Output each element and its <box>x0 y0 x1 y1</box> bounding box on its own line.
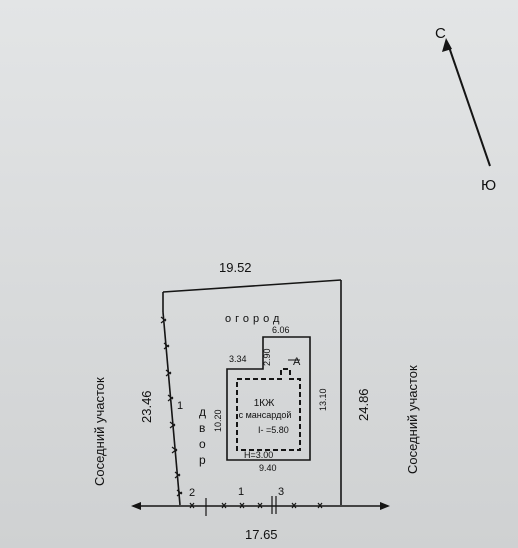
compass-south-label: Ю <box>481 177 496 194</box>
house-porch-letter: А <box>293 356 301 368</box>
fence-number-bottom-left: 2 <box>189 487 195 499</box>
yard-letter-2: в <box>199 421 205 435</box>
house-left-depth: 10.20 <box>213 409 223 432</box>
garden-label: огород <box>225 313 283 325</box>
fence-number-bottom-mid: 1 <box>238 486 244 498</box>
compass-arrow-line <box>447 43 491 167</box>
boundary-top <box>162 279 342 293</box>
yard-letter-3: о <box>199 437 206 451</box>
house-porch-depth: 2.90 <box>262 348 272 366</box>
house-width-label: 6.06 <box>272 325 290 335</box>
bottom-arrow-left <box>131 502 141 510</box>
yard-letter-1: д <box>199 405 206 419</box>
compass-arrow-head <box>442 38 452 52</box>
house <box>226 336 311 461</box>
house-right-depth: 13.10 <box>318 388 328 411</box>
house-offset-label: 3.34 <box>229 354 247 364</box>
plot-bottom-length: 17.65 <box>245 527 278 542</box>
plot-right-length: 24.86 <box>356 388 371 421</box>
left-neighbor-label: Соседний участок <box>92 377 107 486</box>
fence-number-left: 1 <box>177 400 183 412</box>
yard-letter-4: р <box>199 453 206 467</box>
house-outline <box>226 336 311 461</box>
house-footprint-dashed <box>236 368 301 451</box>
plot-top-length: 19.52 <box>219 260 252 275</box>
fence-marks-left <box>160 316 183 497</box>
house-height: H=3.00 <box>244 450 273 460</box>
house-bottom-width: 9.40 <box>259 463 277 473</box>
house-subtitle: с мансардой <box>239 410 292 420</box>
fence-number-bottom-right: 3 <box>278 486 284 498</box>
fence-marks-bottom <box>189 496 323 516</box>
house-type: 1КЖ <box>254 398 275 409</box>
compass-north-label: С <box>435 25 446 42</box>
house-attic-height: I- =5.80 <box>258 425 289 435</box>
bottom-arrow-right <box>380 502 390 510</box>
plot-left-length: 23.46 <box>139 390 154 423</box>
right-neighbor-label: Соседний участок <box>405 365 420 474</box>
compass: С Ю <box>435 25 496 194</box>
